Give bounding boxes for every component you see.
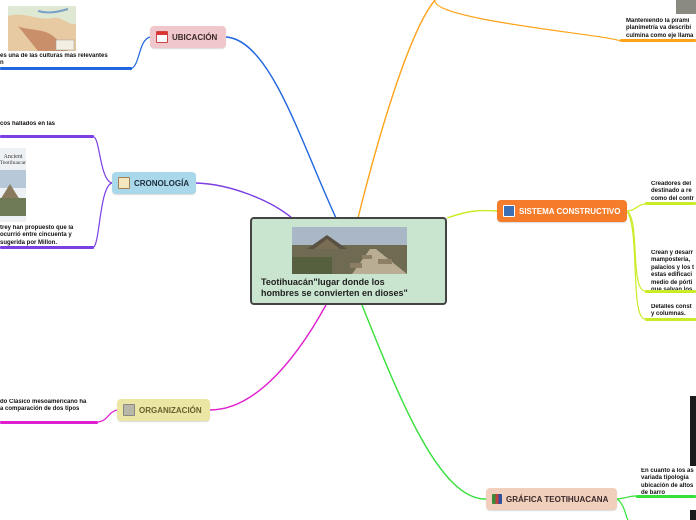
cronologia-top-underline <box>0 135 94 138</box>
connector-top <box>357 0 436 219</box>
sistema-note-3-underline <box>645 318 696 321</box>
top-right-note: Manteniendo la pirámi planimetría va des… <box>626 18 694 39</box>
connector-sistema <box>446 209 498 219</box>
branch-organizacion[interactable]: ORGANIZACIÓN <box>117 399 210 421</box>
calendar-icon <box>156 31 168 43</box>
grafica-image-2 <box>690 510 696 520</box>
grafica-note-underline <box>636 495 696 498</box>
branch-sistema-label: SISTEMA CONSTRUCTIVO <box>519 206 621 216</box>
grafica-note: En cuanto a los as variada tipología ubi… <box>641 468 694 497</box>
grafica-image <box>690 396 696 466</box>
sistema-note-1-underline <box>645 202 696 205</box>
branch-ubicacion-label: UBICACIÓN <box>172 32 218 42</box>
sistema-note-2: Crean y desarr mampostería, palacios y l… <box>651 250 695 293</box>
connector-ubicacion <box>225 36 337 219</box>
book-cover-image: Ancient Teotihuacan <box>0 148 26 222</box>
books-icon <box>492 494 502 504</box>
book-title-line2: Teotihuacan <box>0 160 26 166</box>
book-title-line1: Ancient <box>3 154 23 160</box>
cronologia-note-bottom: trey han propuesto que la ocurrió entre … <box>0 225 74 246</box>
organizacion-note: do Clásico mesoamericano ha a comparació… <box>0 399 87 413</box>
top-right-note-underline <box>620 39 696 42</box>
mesoamerica-map-image <box>8 6 76 51</box>
connector-cronologia <box>195 182 293 219</box>
connector-organizacion <box>209 304 327 411</box>
sistema-note-1: Creadores del destinado a re como del co… <box>651 181 695 202</box>
branch-organizacion-label: ORGANIZACIÓN <box>139 405 202 415</box>
cronologia-bottom-underline <box>0 246 94 249</box>
ubicacion-note: es una de las culturas más relevantes n <box>0 53 108 67</box>
pyramid-photo <box>292 227 407 274</box>
organizacion-note-underline <box>0 421 98 424</box>
ubicacion-note-underline <box>0 67 132 70</box>
branch-grafica-teotihuacana[interactable]: GRÁFICA TEOTIHUACANA <box>486 488 617 510</box>
branch-cronologia-label: CRONOLOGÍA <box>134 178 190 188</box>
computer-icon <box>503 205 515 217</box>
sistema-note-2-underline <box>645 290 696 293</box>
sistema-note-3: Detalles const y columnas. <box>651 304 692 318</box>
pyramid-thumbnail-image <box>676 0 696 14</box>
notepad-icon <box>118 177 130 189</box>
branch-sistema-constructivo[interactable]: SISTEMA CONSTRUCTIVO <box>497 200 627 222</box>
folder-icon <box>123 404 135 416</box>
central-topic-title: Teotihuacán"lugar donde los hombres se c… <box>261 277 408 298</box>
connector-grafica <box>361 304 487 500</box>
branch-grafica-label: GRÁFICA TEOTIHUACANA <box>506 494 609 504</box>
branch-cronologia[interactable]: CRONOLOGÍA <box>112 172 196 194</box>
central-topic[interactable]: Teotihuacán"lugar donde los hombres se c… <box>250 217 447 305</box>
cronologia-note-top: cos hallados en las <box>0 121 56 127</box>
branch-ubicacion[interactable]: UBICACIÓN <box>150 26 226 48</box>
